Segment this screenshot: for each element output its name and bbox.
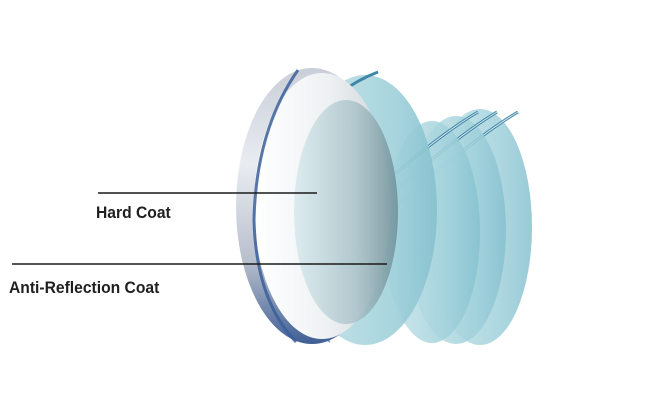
lens-base bbox=[236, 68, 398, 344]
hard-coat-label: Hard Coat bbox=[96, 203, 171, 222]
anti-reflection-coat-label: Anti-Reflection Coat bbox=[9, 278, 160, 297]
